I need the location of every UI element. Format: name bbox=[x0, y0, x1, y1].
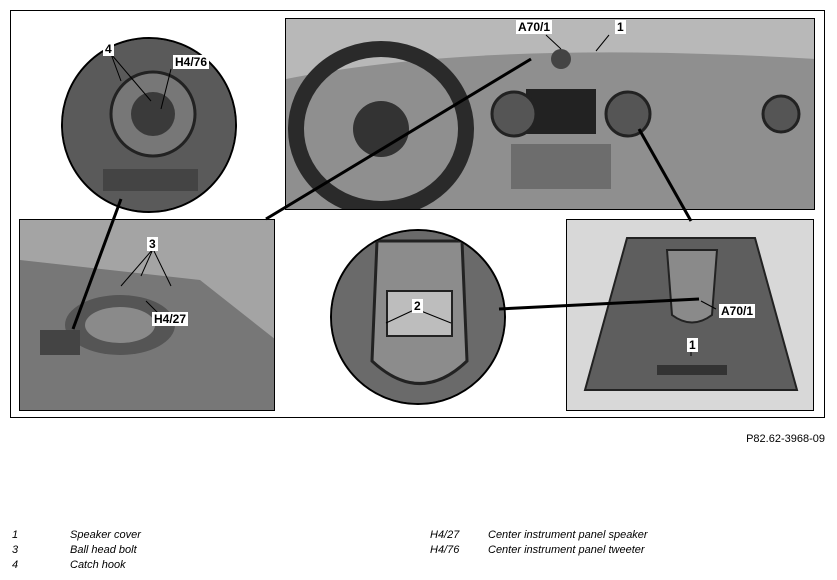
callout-2: 2 bbox=[412, 299, 423, 313]
legend-right: H4/27 Center instrument panel speaker H4… bbox=[430, 528, 648, 558]
legend-key: 4 bbox=[12, 559, 19, 571]
callout-1-right: 1 bbox=[687, 338, 698, 352]
legend-key: 3 bbox=[12, 544, 19, 556]
dashboard-illustration bbox=[286, 19, 814, 209]
callout-h4-27: H4/27 bbox=[152, 312, 189, 326]
callout-a70-1-top: A70/1 bbox=[516, 20, 553, 34]
legend-description: Center instrument panel speaker bbox=[488, 529, 648, 541]
cover-underside-closeup bbox=[330, 229, 506, 405]
legend-item: H4/76 Center instrument panel tweeter bbox=[430, 543, 648, 558]
legend-key: H4/27 bbox=[430, 529, 460, 541]
legend-item: 4 Catch hook bbox=[12, 558, 141, 573]
speaker-location-photo bbox=[19, 219, 275, 411]
callout-4: 4 bbox=[103, 42, 114, 56]
legend-item: H4/27 Center instrument panel speaker bbox=[430, 528, 648, 543]
legend-description: Catch hook bbox=[70, 559, 126, 571]
callout-h4-76: H4/76 bbox=[173, 55, 210, 69]
speaker-cover-photo bbox=[566, 219, 814, 411]
diagram-figure: A70/1 1 4 H4/76 3 H4/27 2 A70/1 1 bbox=[10, 10, 825, 418]
speaker-location-illustration bbox=[20, 220, 274, 410]
legend-item: 3 Ball head bolt bbox=[12, 543, 141, 558]
callout-3: 3 bbox=[147, 237, 158, 251]
callout-1-top: 1 bbox=[615, 20, 626, 34]
dashboard-photo bbox=[285, 18, 815, 210]
legend-item: 1 Speaker cover bbox=[12, 528, 141, 543]
legend-key: H4/76 bbox=[430, 544, 460, 556]
legend-key: 1 bbox=[12, 529, 19, 541]
figure-reference: P82.62-3968-09 bbox=[746, 433, 825, 445]
legend-description: Ball head bolt bbox=[70, 544, 137, 556]
connector-lines bbox=[71, 34, 717, 356]
legend-left: 1 Speaker cover 3 Ball head bolt 4 Catch… bbox=[12, 528, 141, 573]
legend-description: Center instrument panel tweeter bbox=[488, 544, 645, 556]
callout-a70-1-right: A70/1 bbox=[719, 304, 756, 318]
legend-description: Speaker cover bbox=[70, 529, 141, 541]
speaker-cover-illustration bbox=[583, 237, 799, 391]
